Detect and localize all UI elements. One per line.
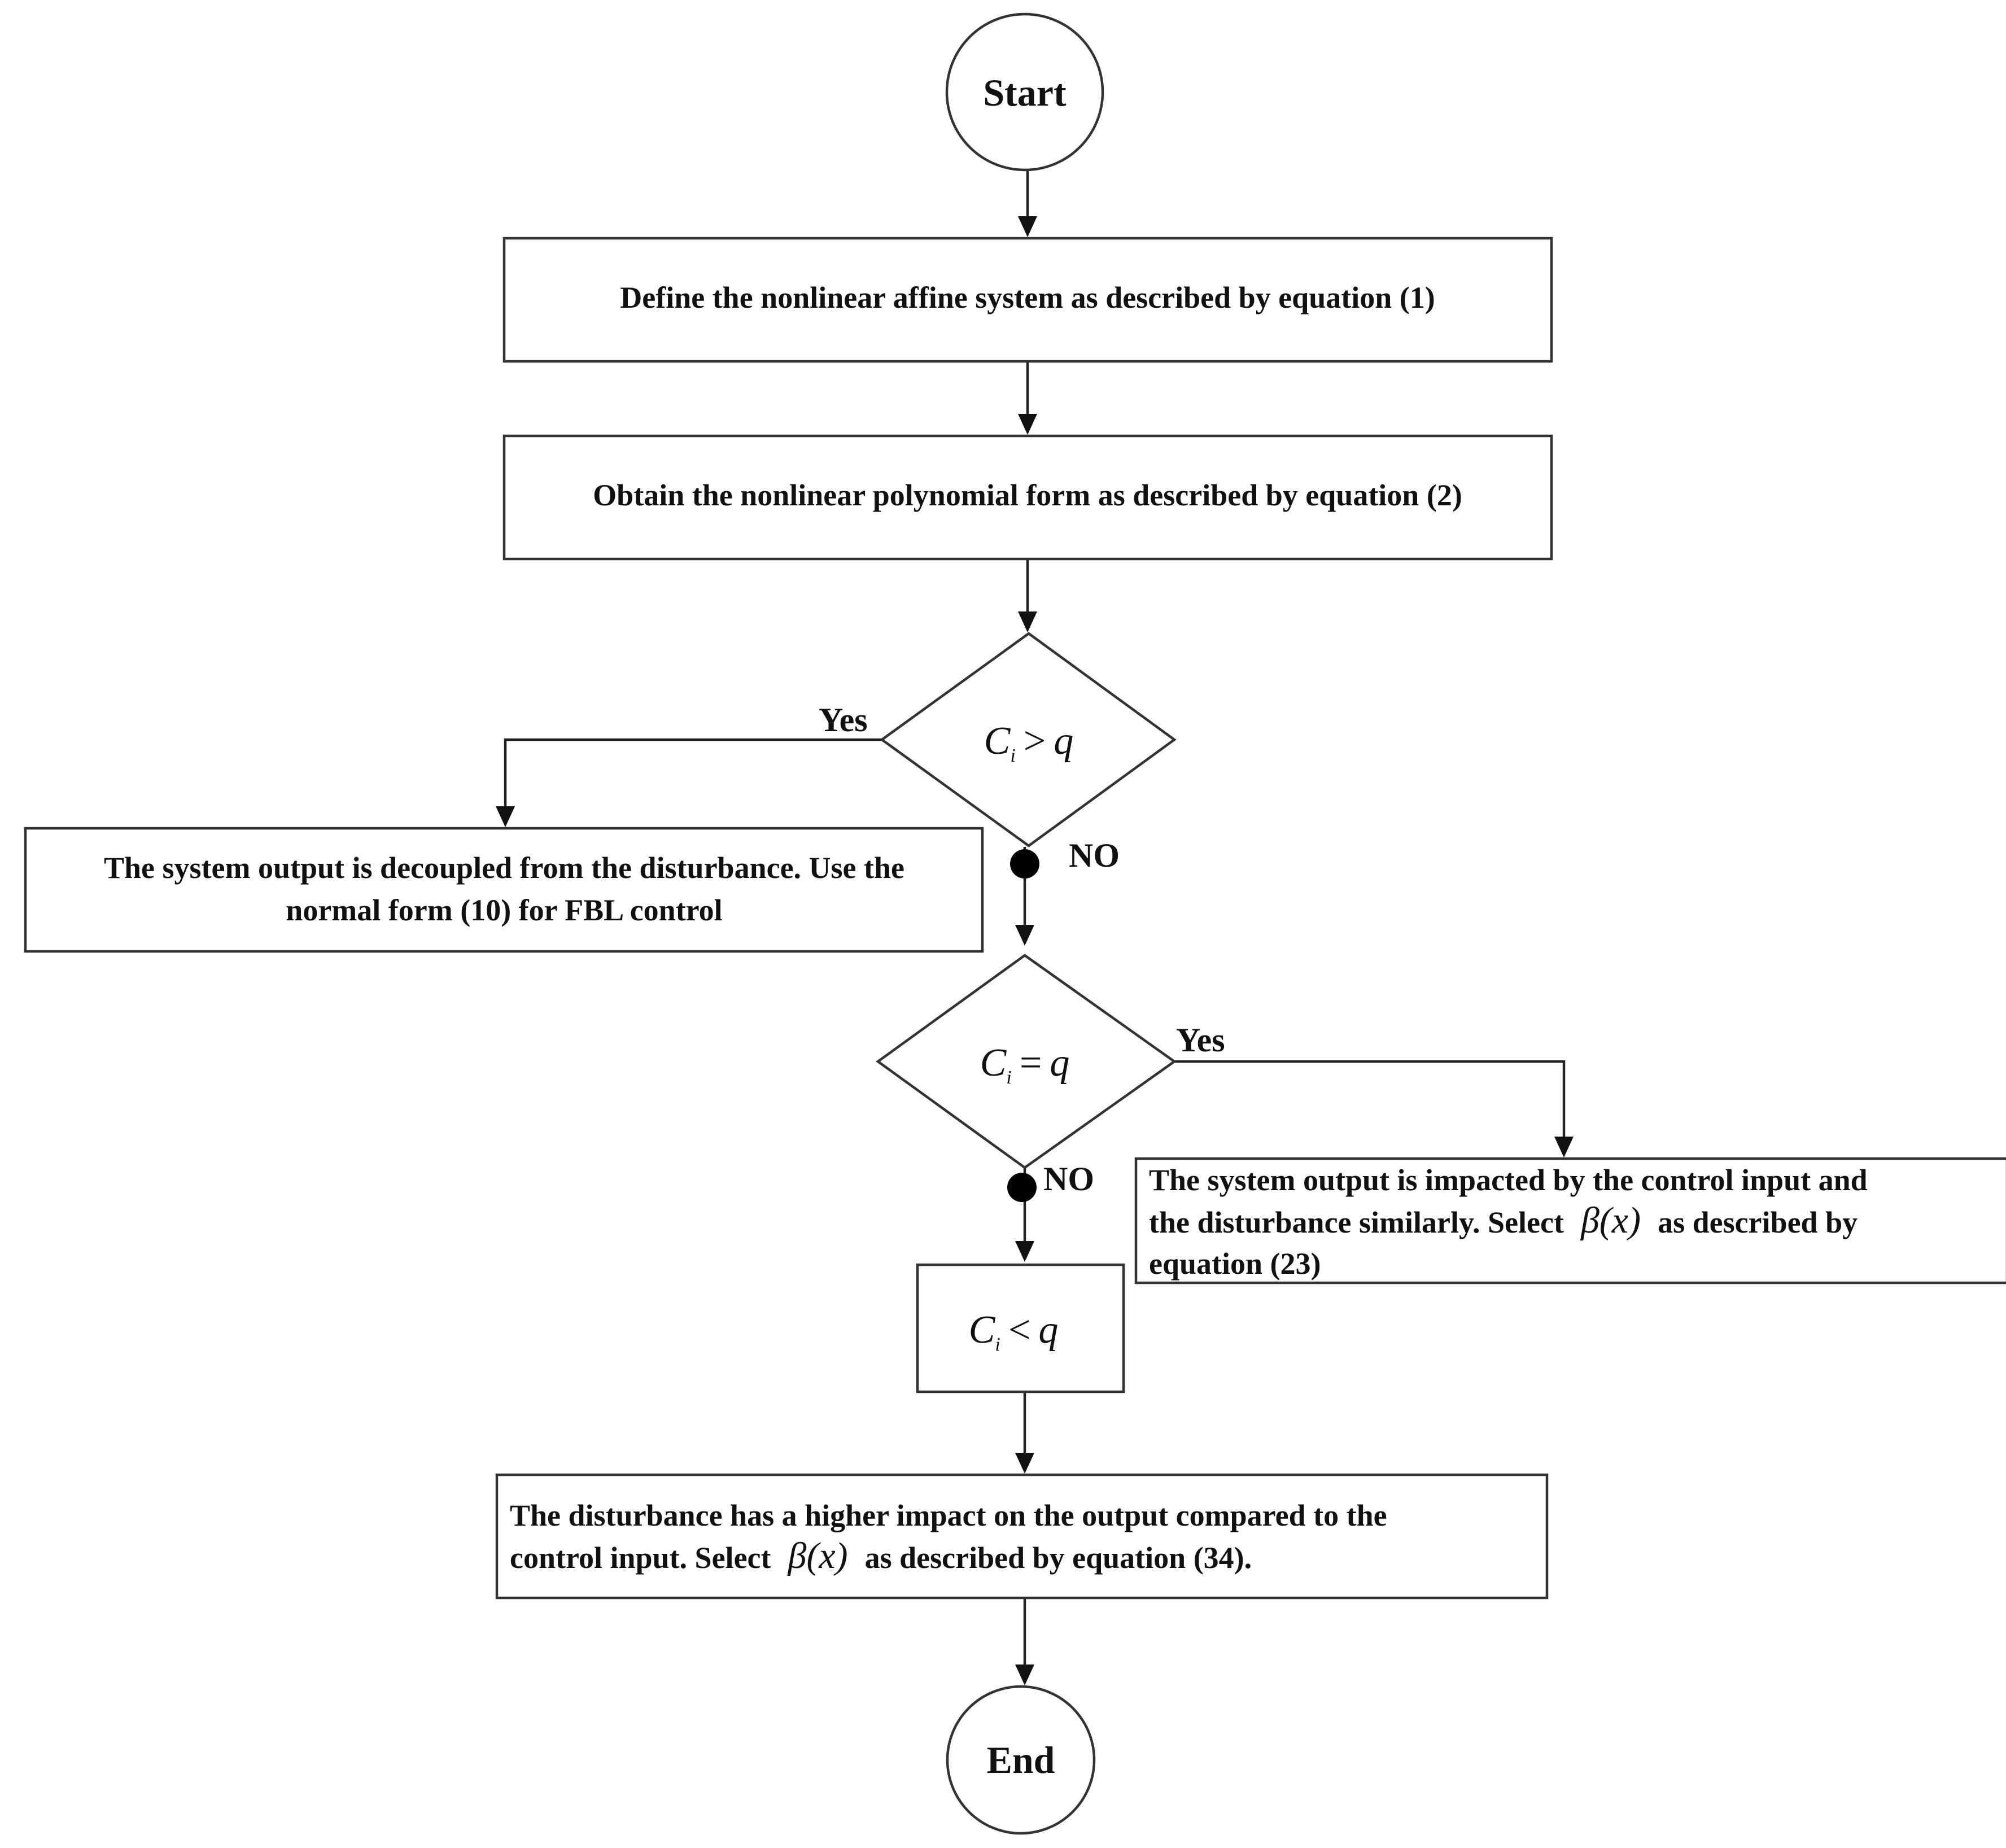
arrowhead [1015,925,1034,946]
arrowhead [1554,1137,1574,1157]
decoupled-text-line-2: normal form (10) for FBL control [286,893,722,927]
decision-2-yes-label: Yes [1176,1021,1225,1059]
arrowhead [1015,1241,1034,1262]
arrowhead [1015,1664,1034,1685]
connector-decision-2-yes [1174,1060,1566,1138]
decision-1-no-dot [1010,849,1039,879]
decision-2-diamond: Ci=q [876,954,1177,1169]
end-circle [946,1685,1096,1835]
arrowhead [496,806,515,827]
less-than-condition: Ci<q [969,1308,1059,1355]
similar-impact-line-3: equation (23) [1149,1247,1321,1281]
end-label: End [987,1738,1055,1781]
arrowhead [1018,611,1037,632]
start-label: Start [983,71,1067,114]
decision-1-no-label: NO [1069,837,1120,874]
arrowhead [1018,216,1037,237]
connector-decision-1-yes [504,738,882,807]
less-than-box: Ci<q [916,1263,1125,1393]
decision-2-no-dot [1007,1173,1037,1202]
define-system-text: Define the nonlinear affine system as de… [620,281,1435,314]
start-circle [945,12,1104,172]
decision-1-diamond: Ci>q [880,632,1177,847]
start-node: Start [945,12,1104,172]
decision-2-condition: Ci=q [980,1041,1070,1088]
arrowhead [1015,1453,1034,1474]
higher-impact-box: The disturbance has a higher impact on t… [495,1473,1549,1600]
arrowhead [1018,414,1037,435]
decoupled-text-line-1: The system output is decoupled from the … [104,851,904,885]
obtain-polynomial-text: Obtain the nonlinear polynomial form as … [593,478,1462,512]
end-node: End [946,1685,1096,1835]
decoupled-box: The system output is decoupled from the … [24,827,984,953]
higher-impact-line-1: The disturbance has a higher impact on t… [510,1499,1387,1532]
decision-2-no-label: NO [1043,1160,1094,1198]
decision-1-yes-label: Yes [819,701,868,739]
obtain-polynomial-box: Obtain the nonlinear polynomial form as … [502,434,1553,561]
define-system-box: Define the nonlinear affine system as de… [502,237,1553,363]
similar-impact-line-1: The system output is impacted by the con… [1149,1163,1868,1197]
decision-1-condition: Ci>q [984,719,1074,766]
similar-impact-box: The system output is impacted by the con… [1134,1157,2006,1285]
